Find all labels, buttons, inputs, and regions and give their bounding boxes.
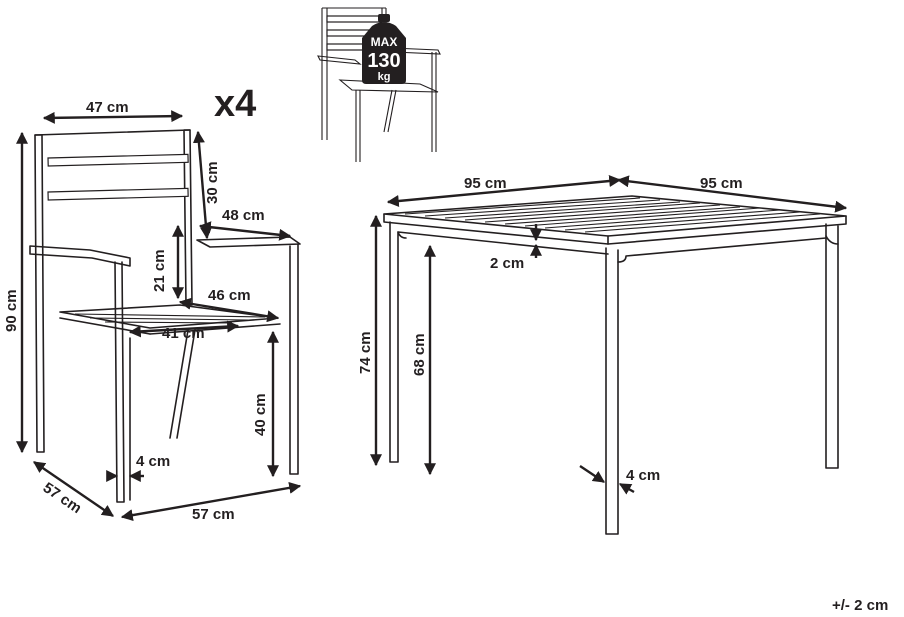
chair-seat-height-label: 40 cm [252, 393, 269, 436]
max-load-line2: 130 [367, 50, 400, 72]
table-depth-label: 95 cm [700, 175, 743, 192]
table-illustration [383, 195, 847, 535]
max-load-weight-icon: MAX 130 kg [362, 14, 406, 84]
chair-base-depth-label: 57 cm [40, 479, 85, 517]
chair-armrest-depth-label: 48 cm [222, 207, 265, 224]
table-total-height-label: 74 cm [357, 331, 374, 374]
table-width-label: 95 cm [464, 175, 507, 192]
chair-seat-depth-label: 46 cm [208, 287, 251, 304]
max-load-line1: MAX [371, 35, 398, 49]
max-load-line3: kg [378, 71, 391, 83]
chair-back-width-label: 47 cm [86, 99, 129, 116]
chair-back-height-label: 30 cm [204, 161, 221, 204]
table-top-thickness-label: 2 cm [490, 255, 524, 272]
small-chair-illustration [317, 7, 441, 162]
table-under-height-label: 68 cm [411, 333, 428, 376]
tolerance-note: +/- 2 cm [832, 597, 888, 614]
chair-base-width-label: 57 cm [192, 506, 235, 523]
quantity-label: x4 [214, 83, 256, 125]
chair-armrest-height-label: 21 cm [151, 249, 168, 292]
chair-leg-label: 4 cm [136, 453, 170, 470]
table-leg-label: 4 cm [626, 467, 660, 484]
chair-seat-width-label: 41 cm [162, 325, 205, 342]
chair-total-height-label: 90 cm [3, 289, 20, 332]
